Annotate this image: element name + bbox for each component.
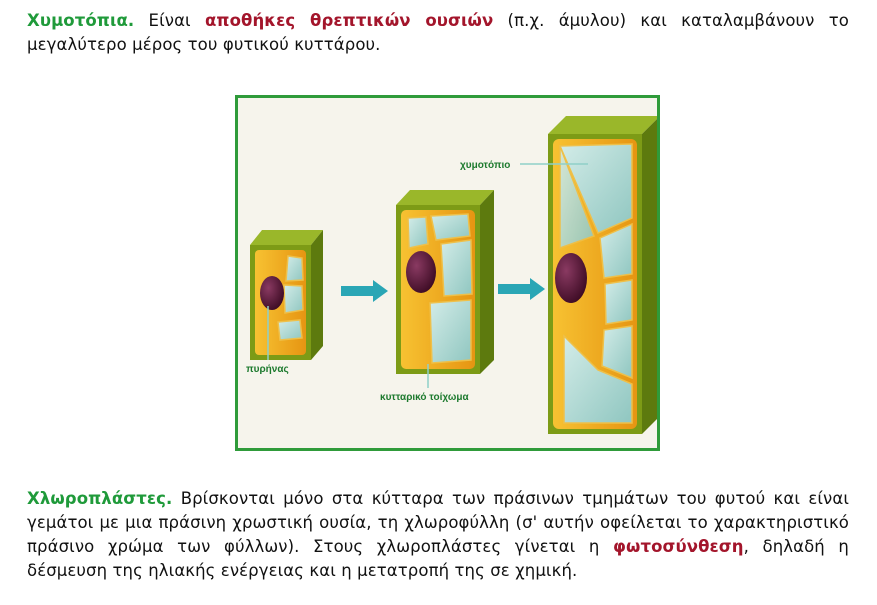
highlight-nutrient-stores: αποθήκες θρεπτικών ουσιών xyxy=(205,11,494,30)
highlight-photosynthesis: φωτοσύνθεση xyxy=(613,537,744,556)
vacuole-shape xyxy=(277,319,303,341)
label-nucleus: πυρήνας xyxy=(246,364,289,375)
paragraph-chloroplasts: Χλωροπλάστες. Βρίσκονται μόνο στα κύτταρ… xyxy=(27,487,849,583)
vacuole-shape xyxy=(601,325,633,380)
vacuole-shape xyxy=(563,334,633,424)
vacuole-shape xyxy=(285,255,304,282)
vacuole-shape xyxy=(440,239,473,297)
vacuole-shape xyxy=(599,222,633,279)
paragraph-text: Είναι xyxy=(134,11,205,30)
cell-large xyxy=(548,116,657,434)
vacuole-shape xyxy=(604,279,633,325)
plant-cell-growth-figure: χυμοτόπιο πυρήνας κυτταρικό τοίχωμα xyxy=(235,95,660,451)
term-chloroplasts: Χλωροπλάστες. xyxy=(27,489,173,508)
paragraph-text: , δηλαδή η δέσμευση της ηλιακής ενέργεια… xyxy=(27,537,849,580)
label-cell-wall: κυτταρικό τοίχωμα xyxy=(380,392,469,403)
plant-cell-illustration: χυμοτόπιο πυρήνας κυτταρικό τοίχωμα xyxy=(246,116,657,434)
paragraph-text: (π.χ. άμυλου) και καταλαμβάνουν το μεγαλ… xyxy=(27,11,849,54)
nucleus-shape xyxy=(406,251,436,293)
paragraph-text: Βρίσκονται μόνο στα κύτταρα των πράσινων… xyxy=(27,489,849,556)
vacuole-shape xyxy=(429,299,472,364)
arrow-right-icon xyxy=(498,278,545,300)
vacuole-shape xyxy=(559,145,595,250)
nucleus-shape xyxy=(260,276,284,310)
term-vacuoles: Χυμοτόπια. xyxy=(27,11,135,30)
nucleus-shape xyxy=(555,253,587,303)
vacuole-shape xyxy=(558,143,633,234)
vacuole-shape xyxy=(407,216,429,249)
label-vacuole: χυμοτόπιο xyxy=(460,160,510,171)
cell-small xyxy=(250,230,323,360)
cell-medium xyxy=(396,190,494,374)
paragraph-vacuoles: Χυμοτόπια. Είναι αποθήκες θρεπτικών ουσι… xyxy=(27,9,849,57)
vacuole-shape xyxy=(430,213,471,241)
vacuole-shape xyxy=(283,284,304,314)
arrow-right-icon xyxy=(341,280,388,302)
